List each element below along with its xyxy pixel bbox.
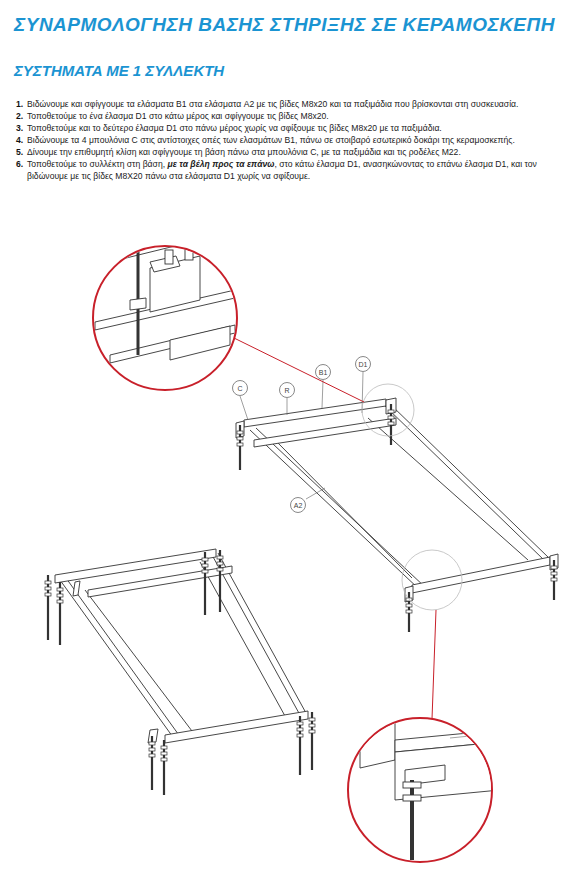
step-line: 2.Τοποθετούμε το ένα έλασμα D1 στο κάτω … (16, 110, 574, 122)
step-number: 5. (16, 146, 27, 158)
step-text: Τοποθετούμε το ένα έλασμα D1 στο κάτω μέ… (27, 111, 329, 121)
step-text: Βιδώνουμε και σφίγγουμε τα ελάσματα B1 σ… (27, 99, 518, 109)
callout-circle: A2 (290, 497, 306, 513)
callout-circle: D1 (355, 356, 371, 372)
step-number: 4. (16, 134, 27, 146)
step-line: 1.Βιδώνουμε και σφίγγουμε τα ελάσματα B1… (16, 98, 574, 110)
callout-letter: A2 (294, 502, 303, 509)
step-line: 4.Βιδώνουμε τα 4 μπουλόνια C στις αντίστ… (16, 134, 574, 146)
step-text: Τοποθετούμε το συλλέκτη στη βάση, (27, 159, 167, 169)
step-number: 2. (16, 110, 27, 122)
callout-letter: B1 (319, 369, 328, 376)
callout-circle: C (232, 380, 248, 396)
step-text: Δίνουμε την επιθυμητή κλίση και σφίγγουμ… (27, 147, 461, 157)
page-title: ΣΥΝΑΡΜΟΛΟΓΗΣΗ ΒΑΣΗΣ ΣΤΗΡΙΞΗΣ ΣΕ ΚΕΡΑΜΟΣΚ… (14, 14, 555, 36)
callout-letter: C (237, 385, 242, 392)
callout-letter: D1 (359, 361, 368, 368)
callout-circle: R (279, 382, 295, 398)
callout-circle: B1 (315, 364, 331, 380)
step-number: 6. (16, 158, 27, 170)
section-subtitle: ΣΥΣΤΗΜΑΤΑ ΜΕ 1 ΣΥΛΛΕΚΤΗ (14, 62, 224, 79)
step-line: 5.Δίνουμε την επιθυμητή κλίση και σφίγγο… (16, 146, 574, 158)
step-list: 1.Βιδώνουμε και σφίγγουμε τα ελάσματα B1… (16, 98, 574, 182)
step-text: Βιδώνουμε τα 4 μπουλόνια C στις αντίστοι… (27, 135, 515, 145)
step-number: 1. (16, 98, 27, 110)
step-line: 6.Τοποθετούμε το συλλέκτη στη βάση, με τ… (16, 158, 574, 182)
step-text: Τοποθετούμε και το δεύτερο έλασμα D1 στο… (27, 123, 442, 133)
step-number: 3. (16, 122, 27, 134)
callout-letter: R (284, 387, 289, 394)
step-line: 3.Τοποθετούμε και το δεύτερο έλασμα D1 σ… (16, 122, 574, 134)
step-text: με τα βέλη προς τα επάνω (167, 159, 274, 169)
